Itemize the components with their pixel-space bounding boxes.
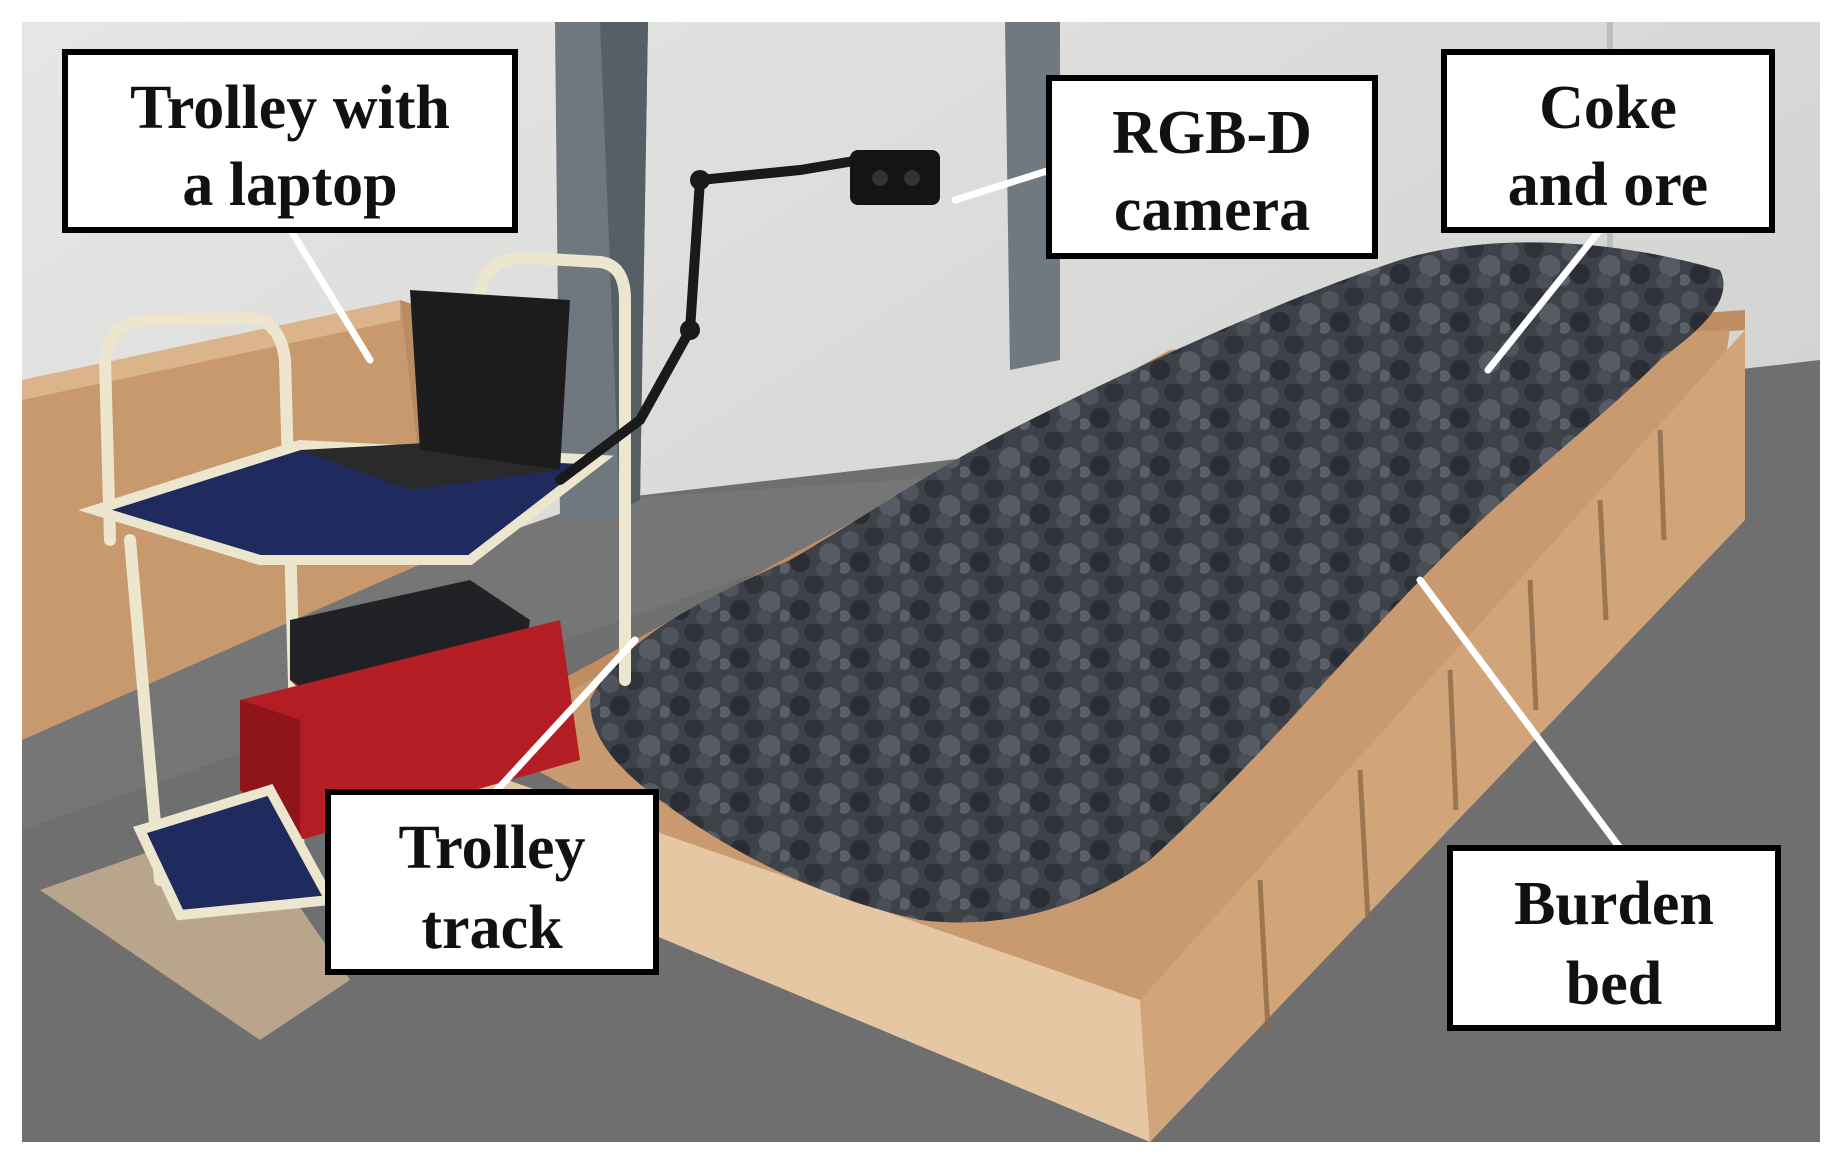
leader-line-burden-bed xyxy=(1416,576,1624,852)
leader-line-coke-ore xyxy=(1484,226,1604,374)
rgbd-camera-device xyxy=(850,150,940,205)
label-trolley-laptop: Trolley with a laptop xyxy=(62,49,518,233)
label-burden-bed: Burden bed xyxy=(1447,845,1781,1031)
trolley xyxy=(78,251,631,921)
label-rgbd-camera-line1: RGB-D xyxy=(1112,99,1312,167)
label-trolley-track: Trolley track xyxy=(325,789,659,975)
label-trolley-laptop-line1: Trolley with xyxy=(130,74,450,142)
label-trolley-track-line2: track xyxy=(421,894,563,962)
label-trolley-track-line1: Trolley xyxy=(398,814,585,882)
label-burden-bed-line2: bed xyxy=(1566,950,1662,1018)
label-burden-bed-line1: Burden xyxy=(1514,870,1714,938)
leader-lines xyxy=(288,166,1624,852)
label-coke-ore: Coke and ore xyxy=(1441,49,1775,233)
label-coke-ore-line1: Coke xyxy=(1539,74,1677,142)
camera-arm xyxy=(555,155,865,485)
coke-ore-pile xyxy=(590,242,1724,923)
label-coke-ore-line2: and ore xyxy=(1508,151,1708,219)
leader-line-trolley-track xyxy=(493,636,639,794)
label-trolley-laptop-line2: a laptop xyxy=(182,151,397,219)
laptop xyxy=(300,290,570,490)
label-rgbd-camera: RGB-D camera xyxy=(1046,75,1378,259)
leader-line-trolley-laptop xyxy=(288,228,374,364)
label-rgbd-camera-line2: camera xyxy=(1114,176,1310,244)
leader-line-rgbd-camera xyxy=(951,166,1054,204)
